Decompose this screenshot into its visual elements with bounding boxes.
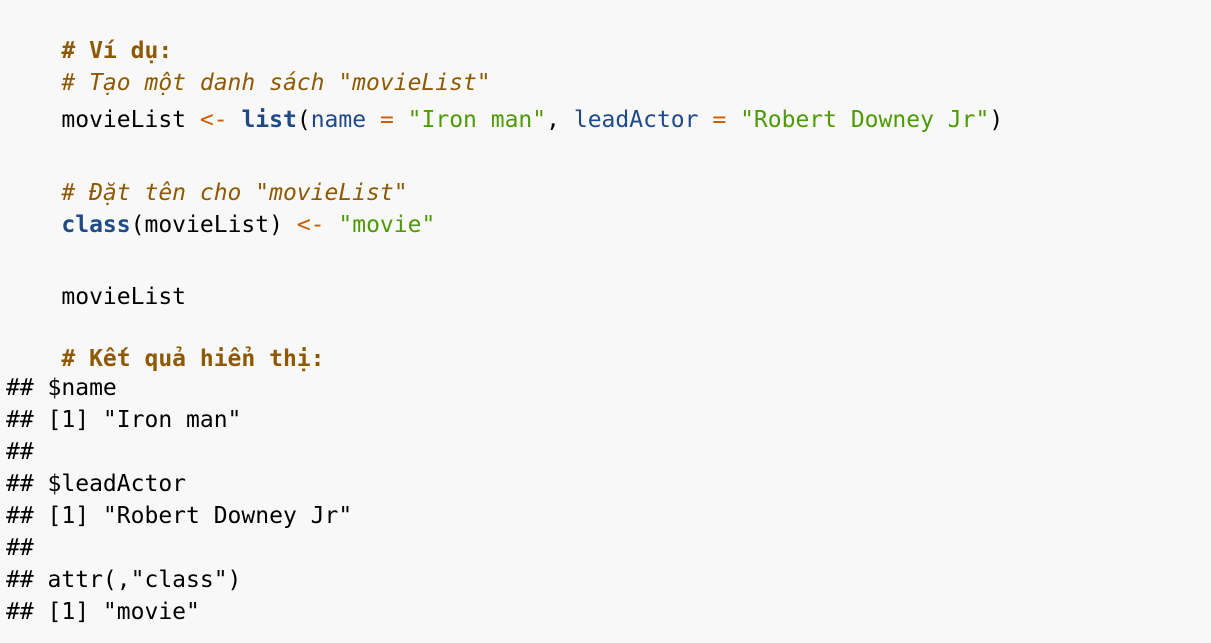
assign-operator-class: <- [296,212,325,238]
arg-leadactor: leadActor [573,107,699,133]
comment-name-text: # Đặt tên cho "movieList" [61,180,408,206]
string-robert-downey: "Robert Downey Jr" [740,107,990,133]
heading-result-text: # Kết quả hiển thị: [61,346,325,372]
comment-name-list: # Đặt tên cho "movieList" [6,145,407,206]
output-line: ## $leadActor [6,471,187,497]
func-class: class [61,212,131,238]
comment-create-list: # Tạo một danh sách "movieList" [6,35,490,96]
heading-result: # Kết quả hiển thị: [6,311,324,372]
output-line: ## [1] "Iron man" [6,407,242,433]
output-line: ## attr(,"class") [6,567,242,593]
comment-create-text: # Tạo một danh sách "movieList" [61,70,491,96]
eq-operator-2: = [712,107,727,133]
assign-operator: <- [199,107,228,133]
func-list: list [241,107,297,133]
string-movie: "movie" [338,212,436,238]
var-movielist: movieList [61,107,187,133]
code-line-list: movieList <- list(name = "Iron man", lea… [6,72,1003,133]
paren-close: ) [989,107,1004,133]
arg-name: name [310,107,367,133]
output-line: ## [1] "Robert Downey Jr" [6,503,353,529]
output-line: ## [1] "movie" [6,599,200,625]
code-line-class: class(movieList) <- "movie" [6,177,435,238]
output-line: ## [6,535,34,561]
heading-example-text: # Ví dụ: [61,38,173,64]
string-iron-man: "Iron man" [407,107,547,133]
comma: , [546,107,560,133]
class-arg: (movieList) [130,212,283,238]
print-movielist: movieList [61,284,187,310]
heading-example: # Ví dụ: [6,3,172,64]
code-line-print: movieList [6,249,186,310]
output-line: ## $name [6,375,117,401]
output-line: ## [6,439,34,465]
paren-open: ( [296,107,311,133]
eq-operator-1: = [379,107,394,133]
